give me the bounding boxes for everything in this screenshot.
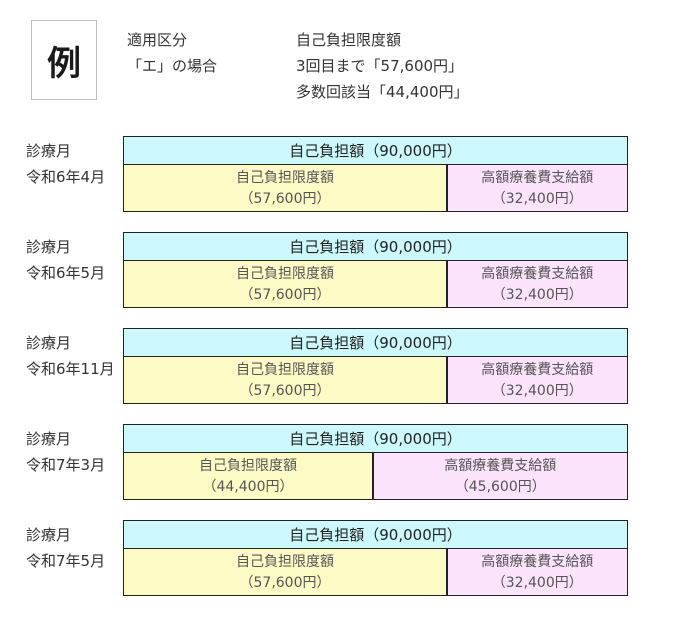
benefit-cell-label: 高額療養費支給額 xyxy=(481,265,594,282)
treatment-month-label: 診療月 xyxy=(26,238,72,256)
cost-breakdown-block: 自己負担額（90,000円） 自己負担限度額 （57,600円） 高額療養費支給… xyxy=(123,136,628,212)
cost-breakdown-block: 自己負担額（90,000円） 自己負担限度額 （57,600円） 高額療養費支給… xyxy=(123,328,628,404)
total-payment-row: 自己負担額（90,000円） xyxy=(124,425,627,453)
benefit-cell-amount: （32,400円） xyxy=(491,191,583,208)
category-label: 適用区分 xyxy=(127,31,188,49)
cost-breakdown-block: 自己負担額（90,000円） 自己負担限度額 （57,600円） 高額療養費支給… xyxy=(123,520,628,596)
treatment-month: 令和7年5月 xyxy=(26,552,106,570)
treatment-month: 令和6年4月 xyxy=(26,168,106,186)
limit-cell-amount: （57,600円） xyxy=(239,191,331,208)
limit-cell-label: 自己負担限度額 xyxy=(236,169,334,186)
cost-breakdown-block: 自己負担額（90,000円） 自己負担限度額 （44,400円） 高額療養費支給… xyxy=(123,424,628,500)
limit-first-three: 3回目まで「57,600円」 xyxy=(296,57,464,75)
benefit-cell: 高額療養費支給額 （32,400円） xyxy=(447,357,627,403)
benefit-cell-amount: （32,400円） xyxy=(491,383,583,400)
limit-header-label: 自己負担限度額 xyxy=(296,31,402,49)
limit-cell-amount: （57,600円） xyxy=(239,383,331,400)
treatment-month: 令和7年3月 xyxy=(26,456,106,474)
example-badge: 例 xyxy=(31,20,97,100)
benefit-cell-amount: （45,600円） xyxy=(454,479,546,496)
benefit-cell: 高額療養費支給額 （32,400円） xyxy=(447,165,627,211)
total-payment-row: 自己負担額（90,000円） xyxy=(124,329,627,357)
limit-cell-label: 自己負担限度額 xyxy=(236,361,334,378)
limit-cell: 自己負担限度額 （57,600円） xyxy=(124,357,446,403)
limit-cell: 自己負担限度額 （57,600円） xyxy=(124,165,446,211)
cost-breakdown-block: 自己負担額（90,000円） 自己負担限度額 （57,600円） 高額療養費支給… xyxy=(123,232,628,308)
month-label-group: 診療月 令和6年5月 xyxy=(26,234,105,286)
total-payment-row: 自己負担額（90,000円） xyxy=(124,137,627,165)
treatment-month: 令和6年5月 xyxy=(26,264,106,282)
limit-cell-label: 自己負担限度額 xyxy=(236,553,334,570)
month-label-group: 診療月 令和7年3月 xyxy=(26,426,105,478)
limit-cell-amount: （57,600円） xyxy=(239,575,331,592)
benefit-cell-label: 高額療養費支給額 xyxy=(481,361,594,378)
month-label-group: 診療月 令和6年11月 xyxy=(26,330,115,382)
benefit-cell-label: 高額療養費支給額 xyxy=(481,553,594,570)
treatment-month-label: 診療月 xyxy=(26,526,72,544)
benefit-cell-amount: （32,400円） xyxy=(491,575,583,592)
limit-cell: 自己負担限度額 （57,600円） xyxy=(124,549,446,595)
limit-cell: 自己負担限度額 （57,600円） xyxy=(124,261,446,307)
category-value: 「エ」の場合 xyxy=(127,57,218,75)
treatment-month: 令和6年11月 xyxy=(26,360,115,378)
month-label-group: 診療月 令和6年4月 xyxy=(26,138,105,190)
benefit-cell: 高額療養費支給額 （32,400円） xyxy=(447,261,627,307)
limit-header: 自己負担限度額 3回目まで「57,600円」 多数回該当「44,400円」 xyxy=(296,27,469,105)
benefit-cell-amount: （32,400円） xyxy=(491,287,583,304)
category-header: 適用区分 「エ」の場合 xyxy=(127,27,217,79)
benefit-cell-label: 高額療養費支給額 xyxy=(481,169,594,186)
treatment-month-label: 診療月 xyxy=(26,430,72,448)
limit-cell-amount: （44,400円） xyxy=(202,479,294,496)
treatment-month-label: 診療月 xyxy=(26,142,72,160)
month-label-group: 診療月 令和7年5月 xyxy=(26,522,105,574)
limit-cell-label: 自己負担限度額 xyxy=(199,457,297,474)
limit-cell: 自己負担限度額 （44,400円） xyxy=(124,453,372,499)
limit-multiple: 多数回該当「44,400円」 xyxy=(296,83,469,101)
total-payment-row: 自己負担額（90,000円） xyxy=(124,233,627,261)
benefit-cell: 高額療養費支給額 （32,400円） xyxy=(447,549,627,595)
limit-cell-label: 自己負担限度額 xyxy=(236,265,334,282)
treatment-month-label: 診療月 xyxy=(26,334,72,352)
benefit-cell: 高額療養費支給額 （45,600円） xyxy=(373,453,627,499)
total-payment-row: 自己負担額（90,000円） xyxy=(124,521,627,549)
limit-cell-amount: （57,600円） xyxy=(239,287,331,304)
benefit-cell-label: 高額療養費支給額 xyxy=(444,457,557,474)
